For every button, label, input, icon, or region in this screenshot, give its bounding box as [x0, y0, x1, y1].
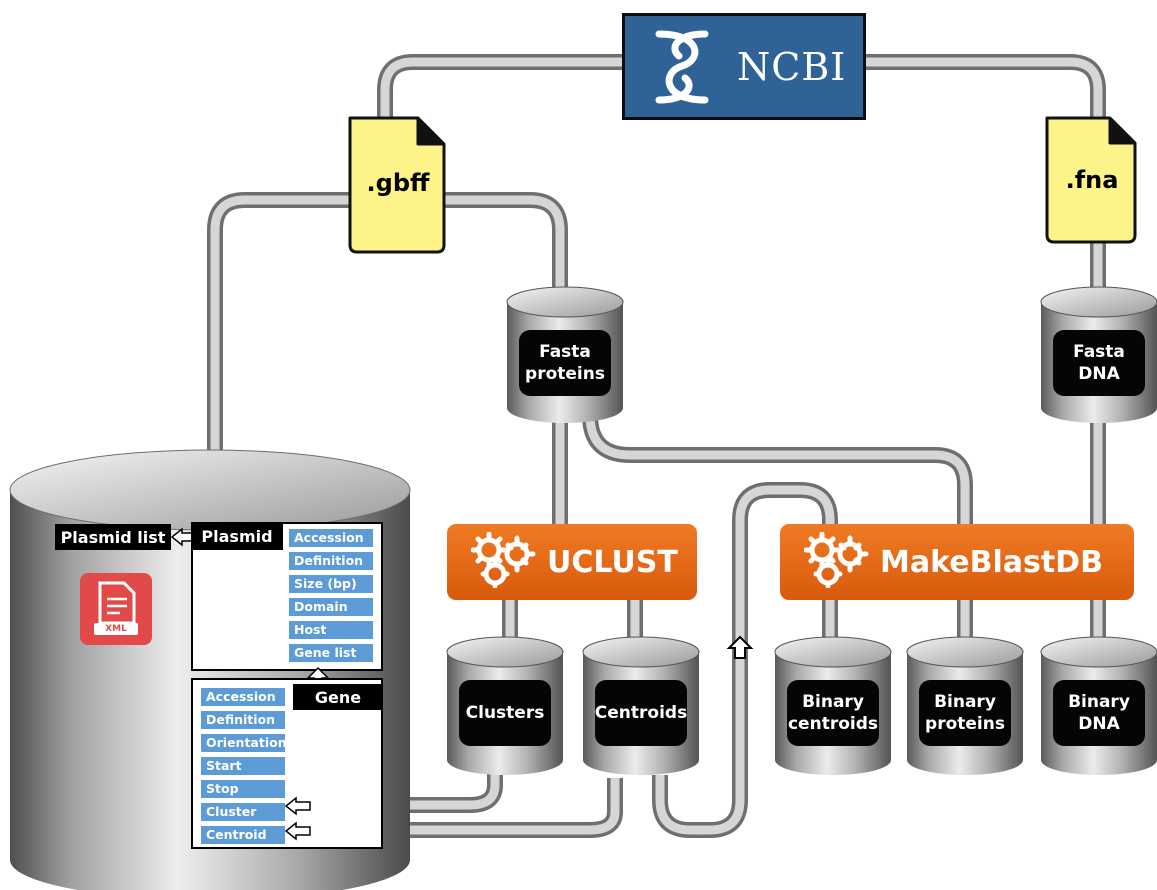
binary-proteins-label: Binary proteins — [919, 680, 1011, 746]
gene-field: Start — [201, 757, 285, 775]
ncbi-label: NCBI — [737, 44, 847, 89]
gene-field: Definition — [201, 711, 285, 729]
makeblastdb-tool: MakeBlastDB — [780, 524, 1134, 600]
pipes — [207, 54, 1106, 838]
uclust-tool: UCLUST — [447, 524, 697, 600]
gene-field: Orientation — [201, 734, 287, 752]
gear-icon — [471, 532, 536, 588]
xml-label: XML — [105, 624, 127, 634]
ncbi-source: NCBI — [622, 13, 866, 120]
dna-helix-icon — [655, 30, 709, 104]
arrow-left-icon — [284, 796, 311, 816]
fasta-proteins-label: Fasta proteins — [519, 330, 611, 396]
plasmid-field: Gene list — [289, 644, 373, 662]
xml-file-icon: XML — [80, 573, 152, 645]
uclust-label: UCLUST — [547, 544, 678, 580]
plasmid-list-label: Plasmid list — [55, 524, 171, 550]
binary-centroids-label: Binary centroids — [787, 680, 879, 746]
gene-fields-panel: Accession Definition Orientation Start S… — [191, 678, 383, 849]
clusters-label: Clusters — [459, 680, 551, 746]
plasmid-field: Host — [289, 621, 373, 639]
gbff-file-label: .gbff — [366, 169, 430, 197]
plasmid-field: Domain — [289, 598, 373, 616]
gene-label: Gene — [293, 684, 383, 710]
gene-field: Stop — [201, 780, 285, 798]
plasmid-fields-panel: Accession Definition Size (bp) Domain Ho… — [191, 522, 383, 671]
makeblastdb-label: MakeBlastDB — [880, 544, 1103, 580]
gene-field: Cluster — [201, 803, 285, 821]
plasmid-field: Size (bp) — [289, 575, 373, 593]
fna-file-label: .fna — [1065, 166, 1119, 194]
gene-field: Centroid — [201, 826, 285, 844]
arrow-left-icon — [284, 821, 311, 841]
fasta-dna-label: Fasta DNA — [1053, 330, 1145, 396]
gear-icon — [804, 532, 869, 588]
gene-field: Accession — [201, 688, 285, 706]
plasmid-field: Definition — [289, 552, 373, 570]
centroids-label: Centroids — [595, 680, 687, 746]
plasmid-header-label: Plasmid — [201, 526, 273, 546]
plasmid-header-bar: Plasmid — [191, 522, 283, 550]
arrow-up-icon — [726, 635, 754, 659]
plasmid-field: Accession — [289, 529, 373, 547]
file-icons — [348, 116, 1137, 254]
binary-dna-label: Binary DNA — [1053, 680, 1145, 746]
